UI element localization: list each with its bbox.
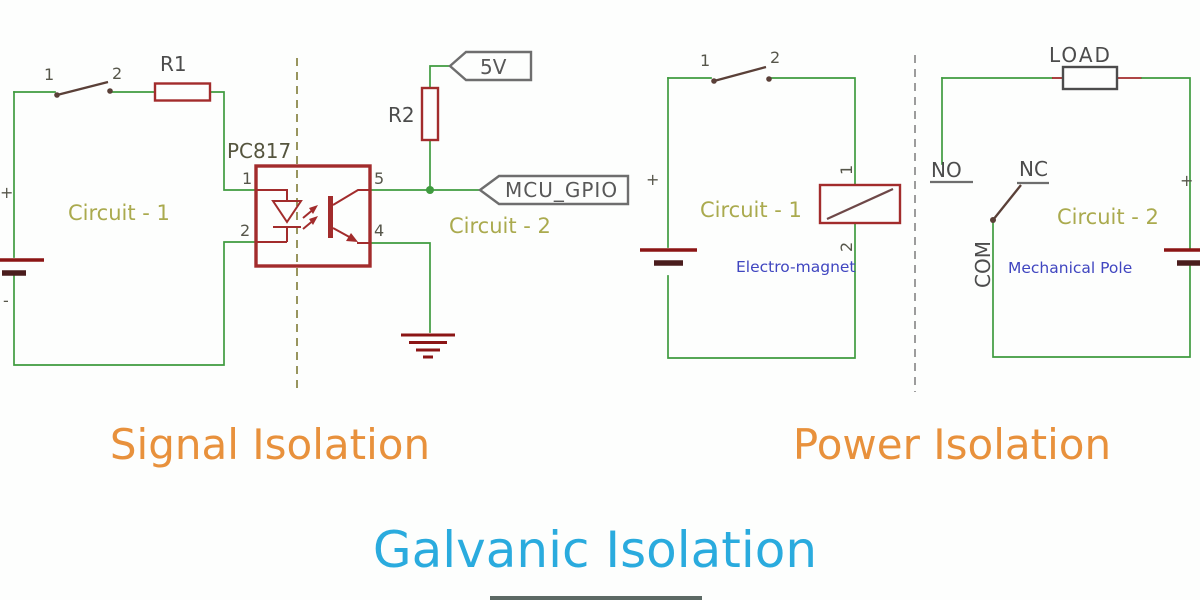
power-isolation-diagram: 1 2 + 1 2 Circuit - 1 Electro-magnet: [640, 43, 1200, 469]
optocoupler-pc817: PC817 1: [227, 139, 384, 268]
com-contact-label: COM: [971, 241, 995, 288]
power-switch: 1 2: [700, 48, 780, 84]
signal-isolation-diagram: 1 2 R1 + - PC817: [0, 50, 630, 469]
power-circuit1-label: Circuit - 1: [700, 198, 802, 222]
signal-isolation-caption: Signal Isolation: [110, 420, 430, 469]
power-battery-left-plus: +: [646, 170, 659, 189]
relay-contacts: NO NC COM: [930, 157, 1049, 288]
relay-coil: 1 2: [818, 165, 902, 252]
relay-pin2-label: 2: [837, 242, 856, 252]
net-flag-mcu-gpio: MCU_GPIO: [477, 174, 630, 206]
opto-pin2-label: 2: [240, 221, 250, 240]
signal-switch: 1 2: [44, 64, 122, 98]
junction-dot: [426, 186, 434, 194]
power-flag-5v-label: 5V: [480, 55, 507, 79]
signal-wires: [13, 65, 481, 366]
optocoupler-part-label: PC817: [227, 139, 291, 163]
load-label: LOAD: [1049, 43, 1112, 67]
power-coil-wires: [667, 77, 856, 359]
resistor-r2: R2: [388, 86, 440, 142]
power-isolation-caption: Power Isolation: [793, 420, 1111, 469]
opto-pin1-label: 1: [242, 169, 252, 188]
mechanical-pole-label: Mechanical Pole: [1008, 259, 1132, 277]
resistor-r2-label: R2: [388, 103, 415, 127]
signal-battery-minus: -: [3, 291, 9, 310]
relay-pin1-label: 1: [837, 165, 856, 175]
power-load-wires: [941, 77, 1191, 358]
signal-switch-pin2-label: 2: [112, 64, 122, 83]
ground-symbol: [401, 333, 455, 359]
main-title: Galvanic Isolation: [373, 521, 817, 579]
signal-circuit2-label: Circuit - 2: [449, 214, 551, 238]
signal-battery: + -: [0, 183, 44, 310]
resistor-r1: R1: [153, 52, 212, 102]
power-battery-right-plus: +: [1180, 171, 1193, 190]
opto-pin5-label: 5: [374, 169, 384, 188]
resistor-r1-label: R1: [160, 52, 187, 76]
signal-switch-pin1-label: 1: [44, 65, 54, 84]
cropped-bottom-element: [490, 596, 702, 600]
power-battery-left: +: [640, 170, 697, 266]
power-circuit2-label: Circuit - 2: [1057, 205, 1159, 229]
photon-arrows-icon: [302, 205, 318, 230]
signal-battery-plus: +: [0, 183, 13, 202]
power-battery-right: +: [1164, 171, 1200, 266]
led-symbol: [256, 189, 303, 243]
net-flag-mcu-gpio-label: MCU_GPIO: [505, 178, 618, 202]
power-switch-pin1-label: 1: [700, 51, 710, 70]
load-resistor: LOAD: [1049, 43, 1119, 91]
no-contact-label: NO: [931, 158, 962, 182]
signal-circuit1-label: Circuit - 1: [68, 201, 170, 225]
power-flag-5v: 5V: [448, 50, 533, 82]
opto-pin4-label: 4: [374, 221, 384, 240]
phototransistor-symbol: [328, 189, 370, 244]
electro-magnet-label: Electro-magnet: [736, 258, 856, 276]
power-switch-pin2-label: 2: [770, 48, 780, 67]
nc-contact-label: NC: [1019, 157, 1048, 181]
